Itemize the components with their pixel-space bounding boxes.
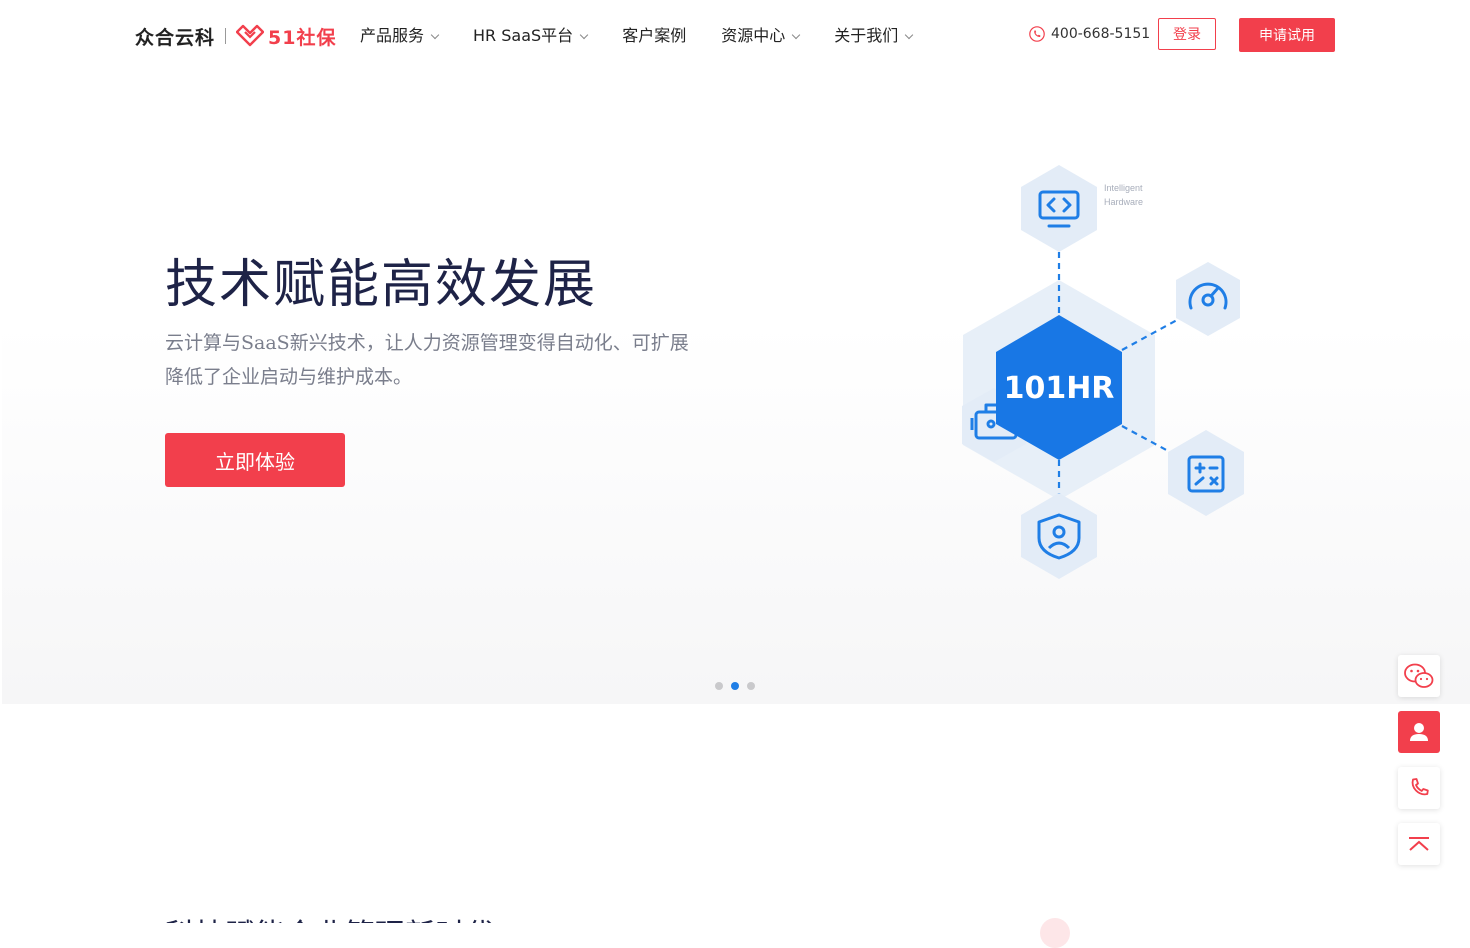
nav-item-about[interactable]: 关于我们 <box>834 22 914 46</box>
shield-user-icon <box>1037 513 1081 560</box>
hero-title: 技术赋能高效发展 <box>165 255 598 315</box>
chevron-down-icon <box>579 30 589 40</box>
carousel-dot-3[interactable] <box>747 682 755 690</box>
hero-description: 云计算与SaaS新兴技术，让人力资源管理变得自动化、可扩展 降低了企业启动与维护… <box>165 326 725 394</box>
nav-item-resources[interactable]: 资源中心 <box>721 22 801 46</box>
brand-logo[interactable]: 众合云科 51社保 <box>135 20 336 52</box>
hero-carousel: 技术赋能高效发展 云计算与SaaS新兴技术，让人力资源管理变得自动化、可扩展 降… <box>2 70 1470 704</box>
carousel-dot-1[interactable] <box>715 682 723 690</box>
nav-item-products[interactable]: 产品服务 <box>360 22 440 46</box>
chevron-down-icon <box>430 30 440 40</box>
code-monitor-icon <box>1038 190 1080 228</box>
nav-label: 资源中心 <box>721 26 786 45</box>
next-section-title: 科技赋能企业管理新时代 <box>165 910 495 923</box>
back-to-top-icon <box>1409 837 1429 851</box>
try-now-button[interactable]: 立即体验 <box>165 433 345 487</box>
connector-line <box>1121 425 1171 453</box>
hero-description-line-1: 云计算与SaaS新兴技术，让人力资源管理变得自动化、可扩展 <box>165 332 689 354</box>
hero-description-line-2: 降低了企业启动与维护成本。 <box>165 366 413 388</box>
center-hexagon <box>996 315 1122 460</box>
nav-label: 关于我们 <box>834 26 899 45</box>
logo-text-zhonghe: 众合云科 <box>135 26 216 49</box>
phone-icon <box>1029 26 1045 42</box>
carousel-dot-2[interactable] <box>731 682 739 690</box>
carousel-pagination <box>715 682 763 690</box>
site-header: 众合云科 51社保 产品服务 HR SaaS平台 客户案例 资源中心 关于我们 <box>0 0 1470 70</box>
wechat-button[interactable] <box>1398 655 1440 697</box>
center-hexagon-label: 101HR <box>1004 371 1115 406</box>
nav-label: 产品服务 <box>360 26 425 45</box>
nav-item-cases[interactable]: 客户案例 <box>622 22 686 46</box>
phone-contact-button[interactable] <box>1398 767 1440 809</box>
login-button[interactable]: 登录 <box>1158 18 1216 50</box>
hexagon-node <box>1176 262 1240 336</box>
hotline-number: 400-668-5151 <box>1051 26 1151 42</box>
hexagon-node <box>1168 430 1244 516</box>
logo-text-51shebao: 51社保 <box>268 26 337 49</box>
chevron-down-icon <box>904 30 914 40</box>
hr-saas-illustration: Intelligent Hardware 101HR <box>962 165 1244 579</box>
calculator-icon <box>1187 455 1225 493</box>
wechat-icon <box>1404 663 1434 688</box>
hotline[interactable]: 400-668-5151 <box>1029 26 1150 42</box>
hexagon-node <box>1021 165 1097 252</box>
main-nav: 产品服务 HR SaaS平台 客户案例 资源中心 关于我们 <box>360 22 947 46</box>
back-to-top-button[interactable] <box>1398 823 1440 865</box>
nav-label: 客户案例 <box>622 26 687 45</box>
contact-sales-button[interactable] <box>1398 711 1440 753</box>
user-icon <box>1410 723 1428 741</box>
nav-label: HR SaaS平台 <box>473 26 574 45</box>
nav-item-hr-saas[interactable]: HR SaaS平台 <box>473 22 589 46</box>
hardware-label: Hardware <box>1104 197 1143 207</box>
gauge-icon <box>1188 282 1228 310</box>
apply-trial-button[interactable]: 申请试用 <box>1239 18 1335 52</box>
logo-divider <box>225 28 227 44</box>
51shebao-logo-icon <box>236 24 265 47</box>
phone-icon <box>1411 778 1429 796</box>
intelligent-label: Intelligent <box>1104 183 1143 193</box>
chevron-down-icon <box>791 30 801 40</box>
